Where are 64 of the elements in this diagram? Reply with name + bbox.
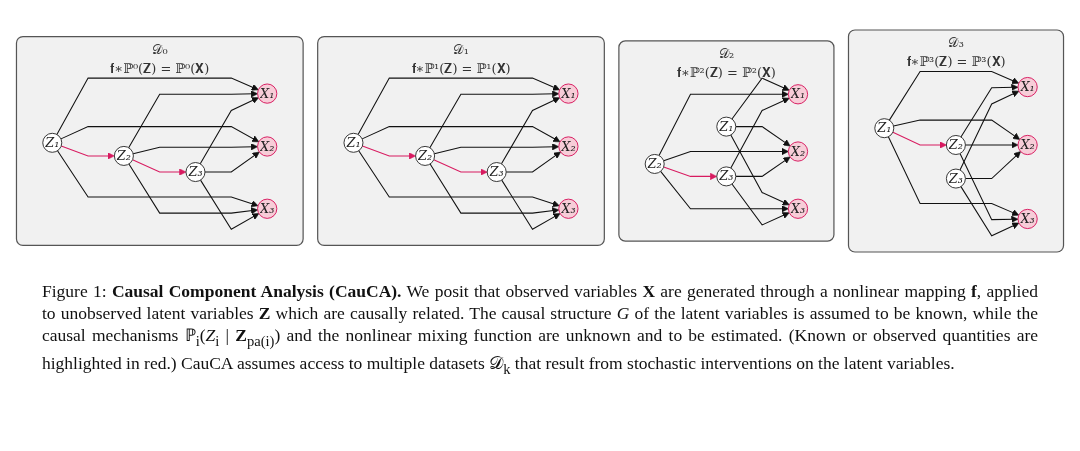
- arrow: [361, 145, 416, 160]
- node-circle: X₃: [1017, 208, 1038, 230]
- arrow: [60, 145, 115, 160]
- node-circle: Z₃: [185, 162, 206, 183]
- node-circle: X₃: [558, 198, 579, 219]
- figure-caption: Figure 1: Causal Component Analysis (CauCA). We posit that observed variables X are generated through a nonlinear mapping f, applied to unobserved latent variables Z which are causally related. The causal structure G of the latent variables is assumed to be known, while the causal mechanisms ℙ$_{i}$(Z$_{i}$ | Z$_{pa(i)}$) and the nonlinear mixing function are unknown and to be estimated. (Known or observed quantities are highlighted in red.) CauCA assumes access to multiple datasets 𝒟$_{k}$ that result from stochastic interventions on the latent variables.: [42, 280, 1038, 378]
- arrow: [357, 77, 560, 135]
- arrow: [960, 83, 1019, 138]
- arrow: [132, 143, 258, 155]
- node-circle: Z₁: [716, 116, 737, 137]
- node-circle: X₂: [558, 136, 579, 157]
- node-circle: X₁: [787, 84, 809, 105]
- node-circle: Z₁: [874, 118, 895, 139]
- node-circle: X₃: [787, 198, 809, 219]
- arrow: [56, 77, 259, 135]
- arrow: [128, 90, 258, 149]
- node-circle: Z₁: [42, 132, 63, 153]
- arrow: [893, 119, 1020, 140]
- arrow: [730, 134, 790, 206]
- node-circle: X₁: [1017, 76, 1038, 98]
- arrow: [731, 77, 790, 120]
- node-circle: Z₁: [343, 132, 364, 153]
- arrow: [433, 159, 488, 176]
- arrow: [735, 156, 791, 177]
- node-circle: X₂: [1017, 134, 1038, 156]
- arrow: [660, 170, 789, 213]
- node-circle: Z₂: [945, 135, 966, 155]
- node-circle: Z₃: [486, 162, 507, 183]
- arrow: [959, 90, 1020, 171]
- arrow: [959, 153, 1019, 223]
- arrow: [892, 131, 947, 149]
- arrow: [888, 71, 1020, 121]
- arrow: [964, 151, 1021, 180]
- arrow: [731, 183, 790, 226]
- arrow: [361, 126, 561, 143]
- node-circle: X₃: [257, 198, 278, 219]
- arrow: [500, 97, 560, 165]
- arrow: [204, 151, 260, 173]
- arrow: [960, 186, 1020, 237]
- arrow: [658, 90, 789, 156]
- node-circle: X₂: [787, 141, 809, 162]
- node-circle: X₁: [257, 83, 278, 104]
- node-circle: X₂: [257, 136, 278, 157]
- arrow: [60, 126, 260, 143]
- node-circle: Z₃: [716, 166, 737, 187]
- arrow: [200, 179, 260, 230]
- arrow: [132, 159, 187, 176]
- arrow: [433, 143, 560, 155]
- arrow: [358, 150, 560, 208]
- node-circle: X₁: [558, 83, 579, 104]
- node-circle: Z₂: [644, 153, 665, 174]
- arrow: [429, 90, 560, 149]
- arrow: [199, 97, 259, 165]
- arrow: [730, 97, 790, 169]
- arrow: [57, 150, 259, 208]
- arrow: [505, 151, 561, 173]
- node-circle: Z₃: [945, 168, 966, 189]
- arrow: [501, 179, 561, 230]
- arrow: [663, 166, 718, 180]
- arrow: [735, 126, 791, 147]
- arrow: [964, 141, 1019, 149]
- node-circle: Z₂: [113, 145, 134, 166]
- node-circle: Z₂: [415, 145, 436, 166]
- arrow: [663, 147, 789, 162]
